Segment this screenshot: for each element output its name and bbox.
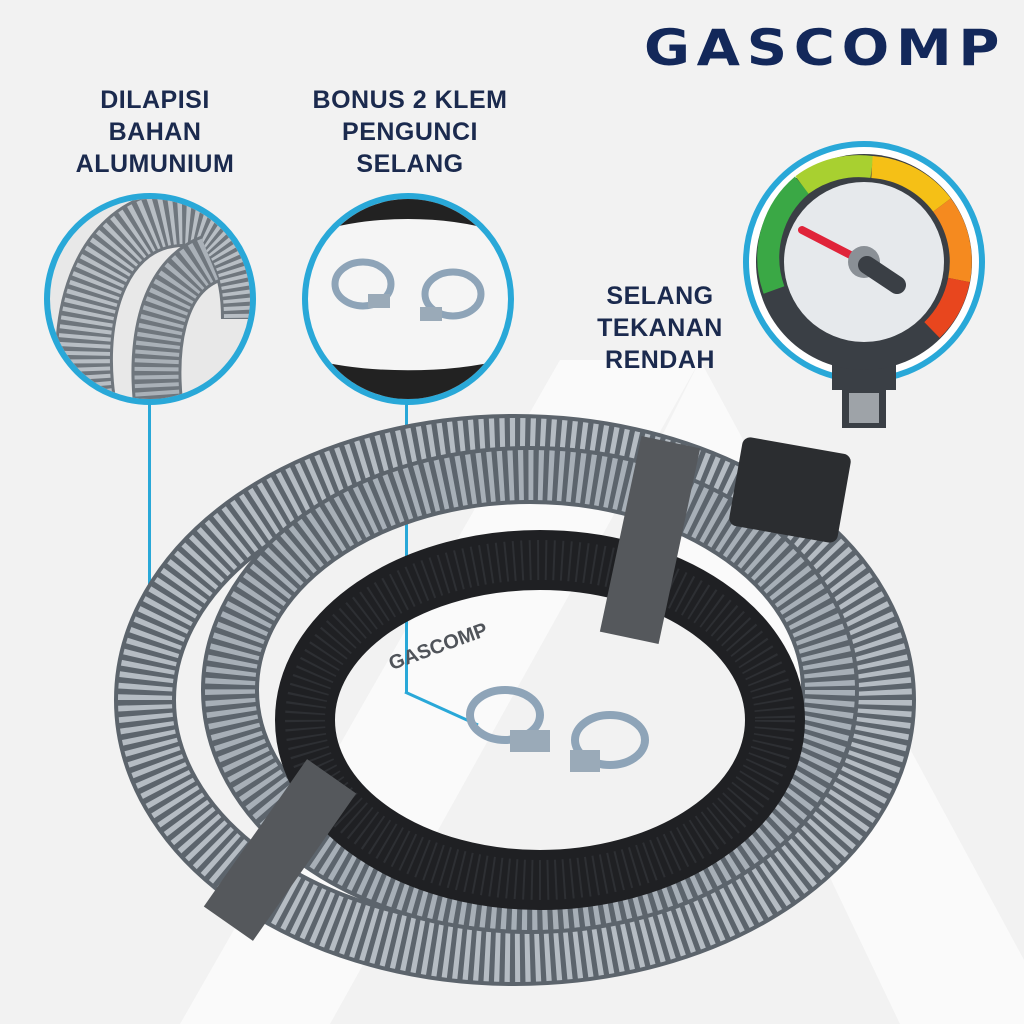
hose-print-text: GASCOMP [386,619,491,675]
callout-line-aluminium [148,403,151,685]
callout-line-clamps [405,403,408,693]
aluminium-hose-closeup [55,199,250,399]
feature-label-clamps: BONUS 2 KLEM PENGUNCI SELANG [312,86,508,178]
feature-label-low-pressure: SELANG TEKANAN RENDAH [597,282,723,374]
clamps-closeup [308,199,508,399]
aluminium-detail-circle [44,193,256,405]
clamps-detail-circle [302,193,514,405]
callout-line-clamps-end [404,690,479,727]
feature-label-aluminium: DILAPISI BAHAN ALUMUNIUM [75,86,235,178]
pressure-gauge-icon [743,141,985,428]
brand-logo: GASCOMP [644,19,1007,77]
